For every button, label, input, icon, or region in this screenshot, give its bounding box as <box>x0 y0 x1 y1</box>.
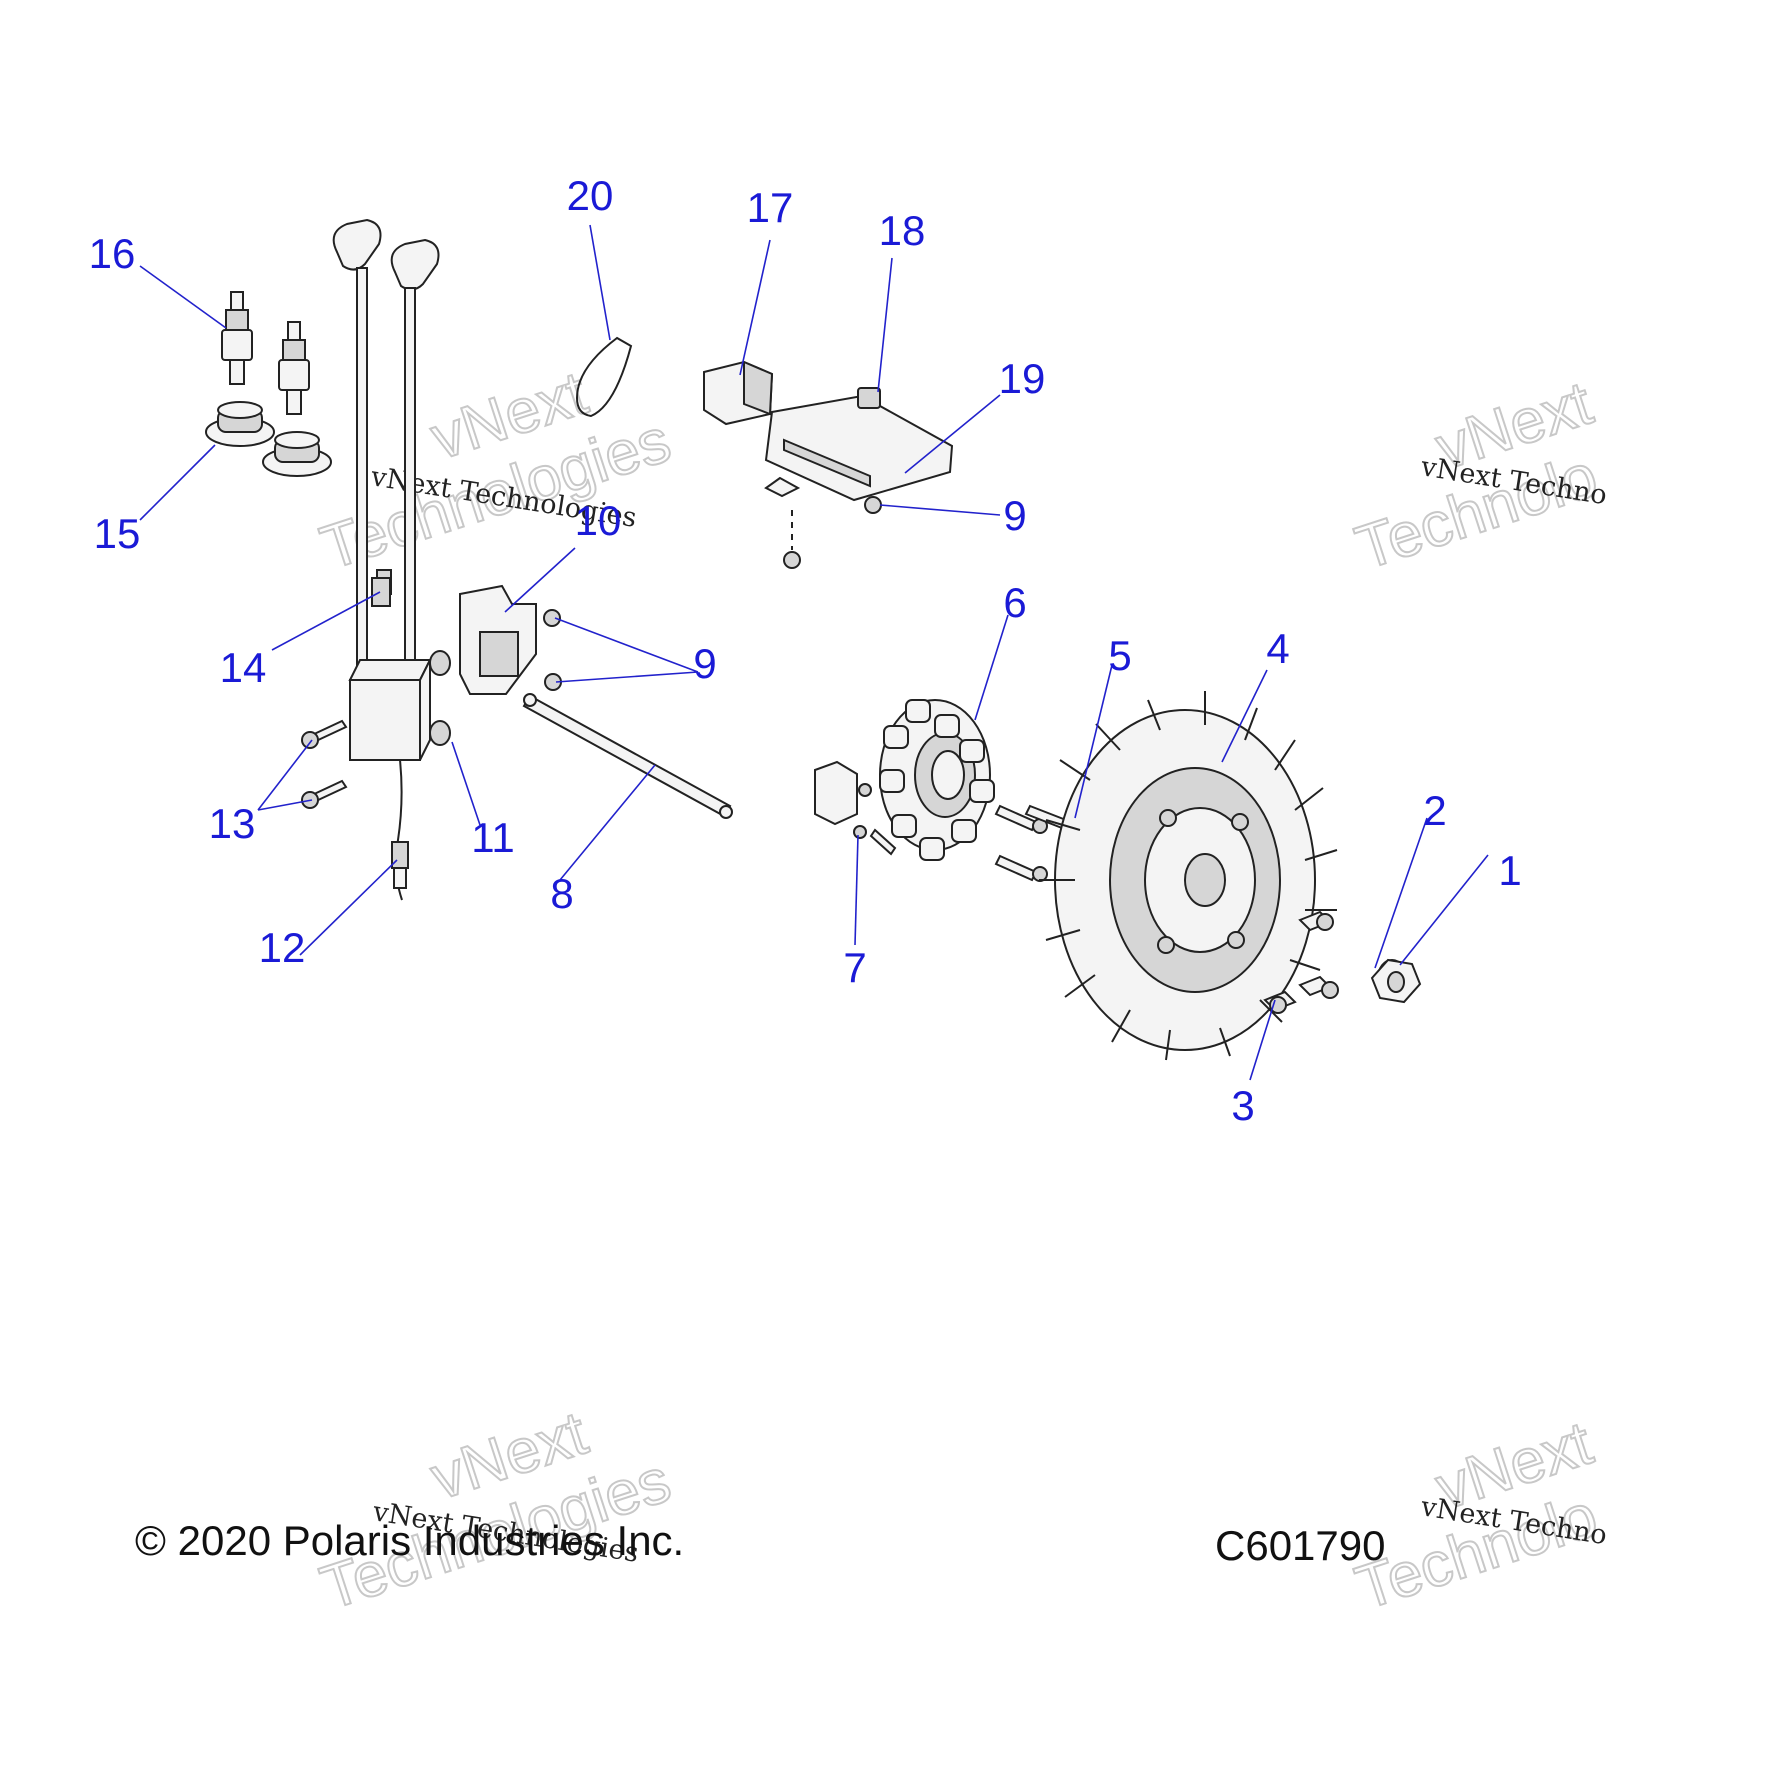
connector-drawing <box>703 360 774 426</box>
callout-9-module: 9 <box>1003 492 1026 539</box>
flywheel-drawing <box>1039 691 1338 1061</box>
bracket-nuts-drawing <box>543 609 562 691</box>
callout-labels: 1 2 3 4 5 6 7 8 9 9 10 11 12 13 14 15 16… <box>89 172 1522 1129</box>
callout-17: 17 <box>747 184 794 231</box>
callout-5: 5 <box>1108 632 1131 679</box>
wire-clip-drawing <box>371 577 391 607</box>
cable-tie-drawing <box>575 336 633 418</box>
callout-13: 13 <box>209 800 256 847</box>
callout-3: 3 <box>1231 1082 1254 1129</box>
watermark-bottom-left: vNext Technologies vNext Technologies <box>312 1398 680 1625</box>
spacers-drawing <box>429 650 451 746</box>
pickup-sensor-drawing <box>814 760 897 856</box>
watermark-top-right: vNext Technolo vNext Techno <box>1347 368 1609 585</box>
spark-plug-cup-drawing <box>205 401 332 477</box>
diagram-code: C601790 <box>1215 1522 1385 1569</box>
callout-11: 11 <box>471 814 515 861</box>
ignition-coil-drawing <box>332 218 440 901</box>
callout-12: 12 <box>259 924 306 971</box>
callout-18: 18 <box>879 207 926 254</box>
ground-strap-drawing <box>522 693 733 819</box>
callout-19: 19 <box>999 355 1046 402</box>
watermark-bottom-right: vNext Technolo vNext Techno <box>1347 1408 1609 1625</box>
callout-20: 20 <box>567 172 614 219</box>
callout-6: 6 <box>1003 579 1026 626</box>
callout-15: 15 <box>94 510 141 557</box>
callout-8: 8 <box>550 870 573 917</box>
callout-2: 2 <box>1423 787 1446 834</box>
regulator-module-drawing <box>764 387 954 569</box>
leader-lines <box>139 224 1489 1081</box>
callout-9-bracket: 9 <box>693 640 716 687</box>
stator-drawing <box>879 699 995 861</box>
callout-4: 4 <box>1266 625 1289 672</box>
copyright-text: © 2020 Polaris Industries Inc. <box>135 1517 684 1564</box>
callout-7: 7 <box>843 944 866 991</box>
coil-bolts-drawing <box>301 719 348 809</box>
callout-16: 16 <box>89 230 136 277</box>
callout-1: 1 <box>1498 847 1521 894</box>
spark-plug-drawing <box>221 291 310 415</box>
bracket-drawing <box>459 584 537 695</box>
flywheel-nut-drawing <box>1370 958 1422 1004</box>
callout-14: 14 <box>220 644 267 691</box>
callout-10: 10 <box>575 497 622 544</box>
